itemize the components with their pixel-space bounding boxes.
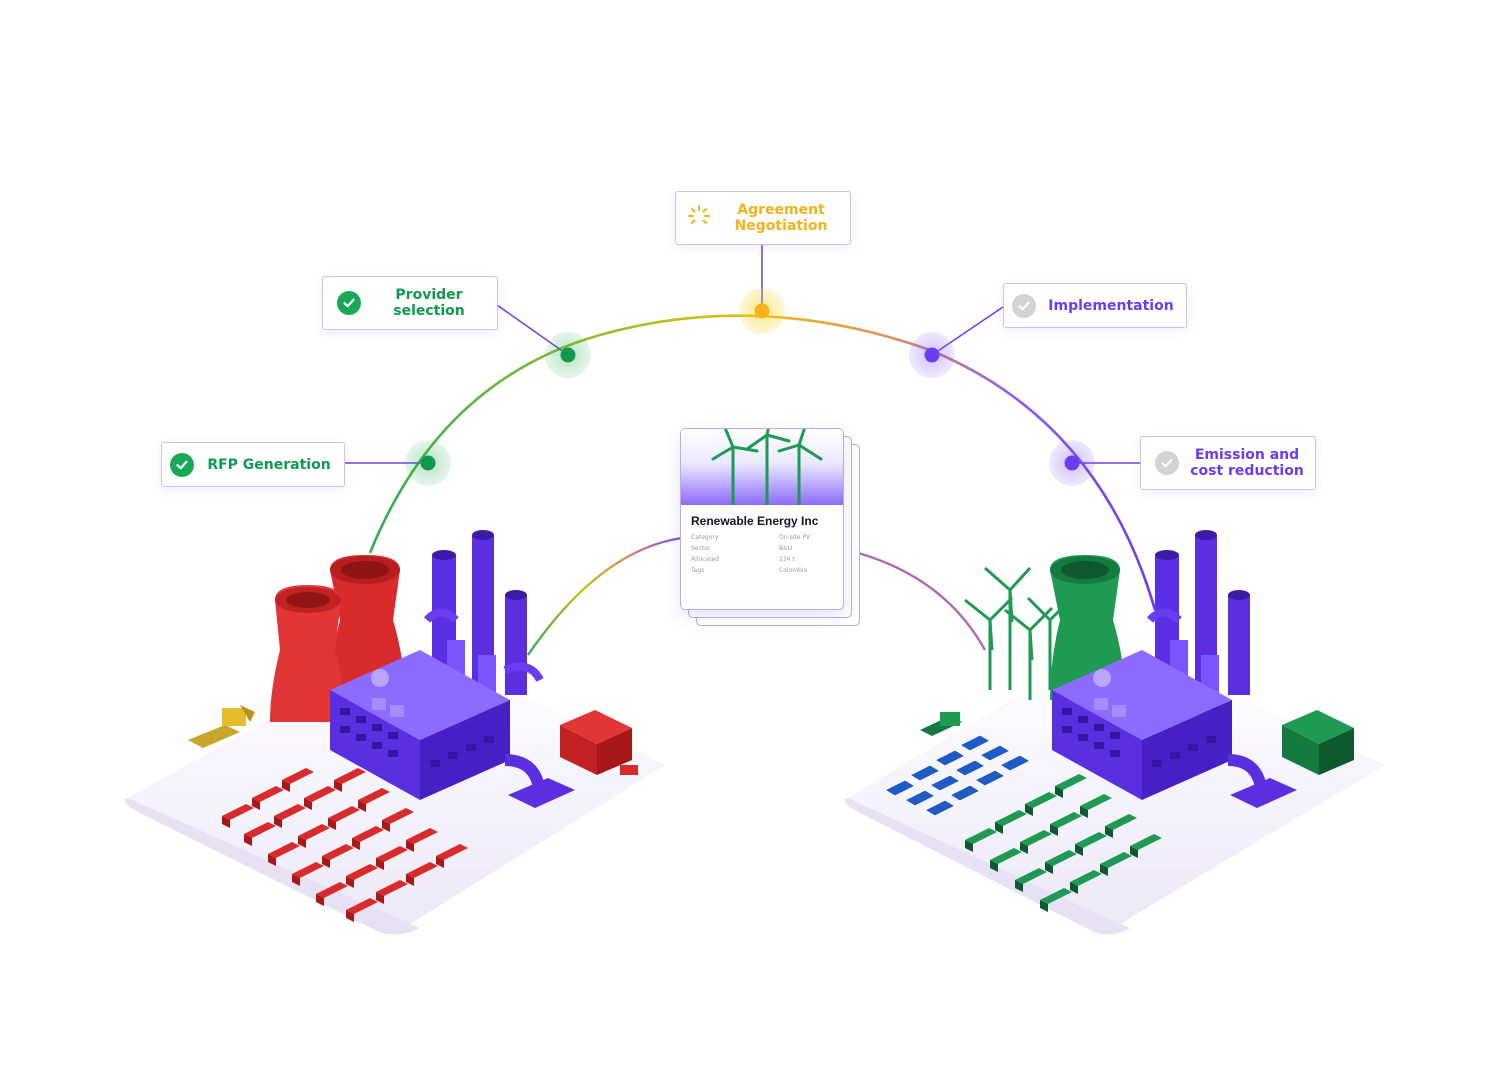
check-circle-grey-icon <box>1012 294 1036 318</box>
node-agreement-negotiation <box>739 288 785 334</box>
stage-provider-selection[interactable]: Provider selection <box>322 276 498 330</box>
field-key: Tags <box>691 567 779 574</box>
node-emission-reduction <box>1049 440 1095 486</box>
field-key: Sector <box>691 545 779 552</box>
field-value: B&U <box>779 545 792 552</box>
node-rfp-generation <box>405 440 451 486</box>
stage-label-text: RFP Generation <box>194 457 344 473</box>
green-excavator <box>920 712 962 736</box>
check-circle-grey-icon <box>1155 451 1179 475</box>
provider-card-stack[interactable]: Renewable Energy Inc Category On-site PV… <box>680 428 862 634</box>
stage-agreement-negotiation[interactable]: Agreement Negotiation <box>675 191 851 245</box>
field-key: Category <box>691 534 779 541</box>
check-circle-icon <box>337 291 361 315</box>
stage-emission-reduction[interactable]: Emission and cost reduction <box>1140 436 1316 490</box>
card-field-row: Tags Colombia <box>681 565 843 576</box>
stage-label-text: Emission and cost reduction <box>1179 447 1315 479</box>
node-implementation <box>909 332 955 378</box>
provider-name: Renewable Energy Inc <box>681 505 843 532</box>
inner-arc-left <box>528 538 682 655</box>
stage-label-text: Provider selection <box>361 287 497 319</box>
stage-label-text: Implementation <box>1036 298 1186 314</box>
card-field-row: Sector B&U <box>681 543 843 554</box>
spinner-icon <box>686 203 712 233</box>
card-field-row: Allocated 234 t <box>681 554 843 565</box>
field-value: Colombia <box>779 567 807 574</box>
stage-rfp-generation[interactable]: RFP Generation <box>161 442 345 487</box>
stage-implementation[interactable]: Implementation <box>1003 283 1187 328</box>
field-value: 234 t <box>779 556 795 563</box>
card-field-row: Category On-site PV <box>681 532 843 543</box>
check-circle-icon <box>170 453 194 477</box>
provider-card[interactable]: Renewable Energy Inc Category On-site PV… <box>680 428 844 610</box>
wind-turbine-icon <box>681 429 843 505</box>
card-hero-image <box>681 429 843 505</box>
node-provider-selection <box>545 332 591 378</box>
stage-label-text: Agreement Negotiation <box>712 202 850 234</box>
field-key: Allocated <box>691 556 779 563</box>
field-value: On-site PV <box>779 534 810 541</box>
